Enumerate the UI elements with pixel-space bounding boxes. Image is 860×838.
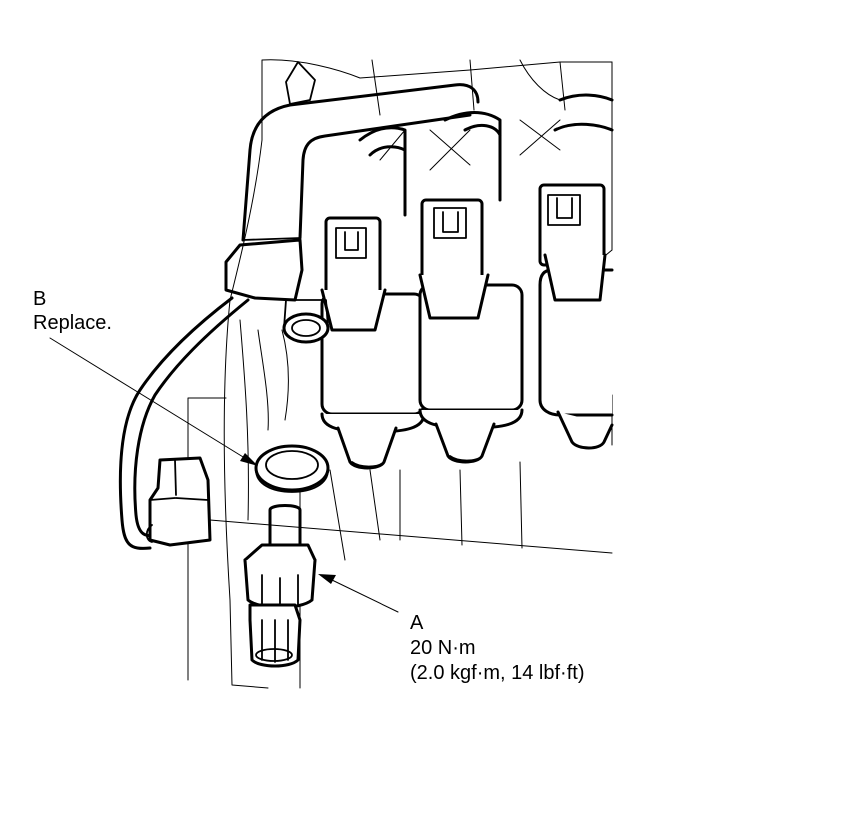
coolant-temperature-sensor [243, 504, 317, 668]
ignition-coil-3 [538, 183, 614, 450]
sensor-harness [118, 296, 250, 550]
callout-a-letter: A [410, 612, 424, 634]
sensor-connector [145, 456, 212, 547]
callout-a-torque-alt: (2.0 kgf·m, 14 lbf·ft) [410, 662, 585, 684]
coolant-pipe [224, 61, 480, 302]
sealing-washer [254, 444, 330, 493]
leader-lines [49, 337, 613, 613]
engine-block [187, 59, 613, 689]
callout-b-note: Replace. [33, 312, 112, 334]
callout-a-torque: 20 N·m [410, 637, 476, 659]
sensor-port [282, 299, 330, 344]
ignition-coil-1 [320, 216, 426, 470]
ignition-coil-2 [418, 198, 524, 464]
callout-b-letter: B [33, 288, 47, 310]
